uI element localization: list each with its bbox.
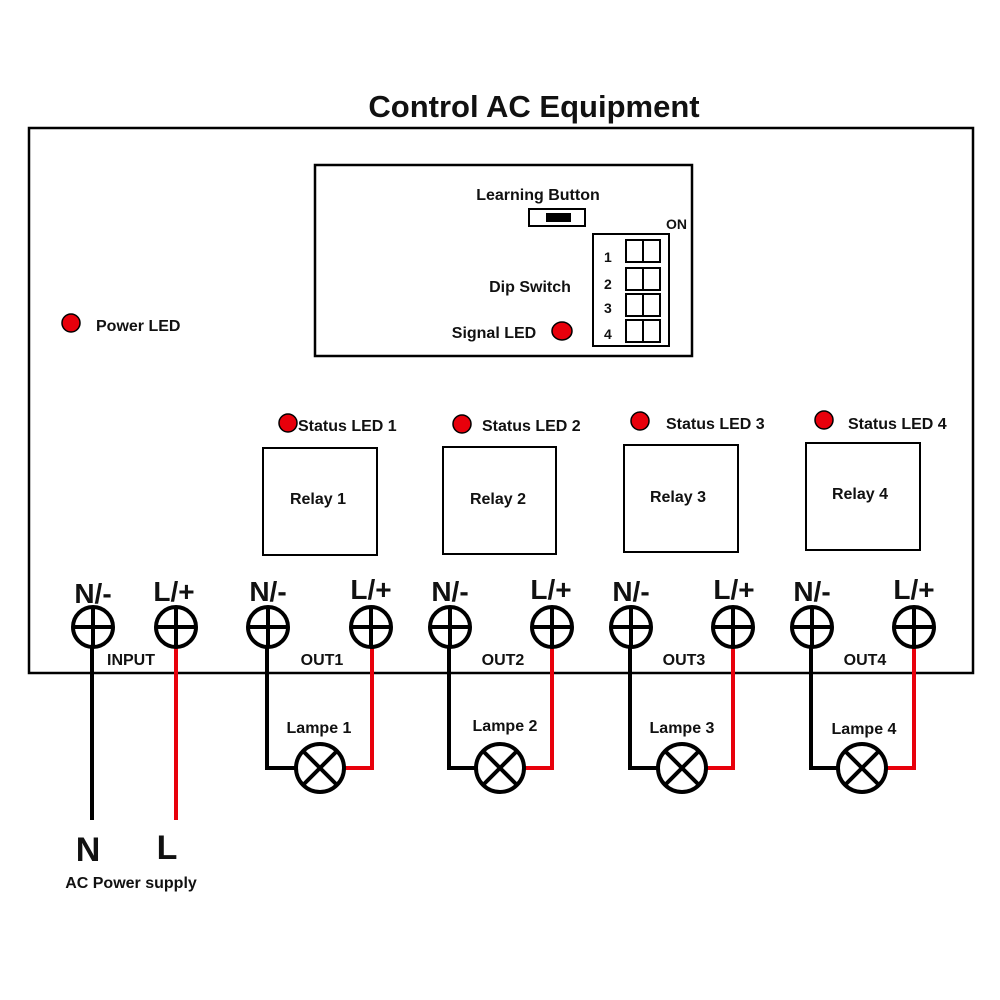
terminal-out4-l	[892, 605, 936, 649]
status-led-4	[814, 410, 834, 430]
relay-1-label: Relay 1	[290, 491, 346, 508]
terminal-out4-n	[790, 605, 834, 649]
live-wires	[174, 627, 916, 820]
out4-label: OUT4	[844, 652, 887, 669]
supply-label: AC Power supply	[65, 875, 197, 892]
input-l-label: L/+	[153, 576, 194, 607]
terminal-out2-n	[428, 605, 472, 649]
dip-on-label: ON	[666, 216, 687, 232]
dip-number-1: 1	[604, 249, 612, 265]
dip-number-3: 3	[604, 300, 612, 316]
status-led-3	[630, 411, 650, 431]
dip-number-4: 4	[604, 326, 612, 342]
terminal-out1-l	[349, 605, 393, 649]
lamp-3-label: Lampe 3	[650, 720, 715, 737]
lamp-4-label: Lampe 4	[832, 721, 897, 738]
out1-l-label: L/+	[350, 574, 391, 605]
out2-label: OUT2	[482, 652, 525, 669]
relay-4	[805, 442, 921, 551]
lamp-1-icon	[294, 742, 346, 794]
relay-3-label: Relay 3	[650, 489, 706, 506]
status-led-1-label: Status LED 1	[298, 418, 397, 435]
power-led	[61, 313, 81, 333]
dip-toggle-4[interactable]	[625, 319, 661, 343]
terminal-out1-n	[246, 605, 290, 649]
out4-l-label: L/+	[893, 574, 934, 605]
terminal-out2-l	[530, 605, 574, 649]
terminals	[71, 605, 936, 649]
out3-l-label: L/+	[713, 574, 754, 605]
signal-led-label: Signal LED	[452, 325, 536, 342]
terminal-out3-n	[609, 605, 653, 649]
relay-2	[442, 446, 557, 555]
receiver-module: Learning Button ON 1	[313, 163, 694, 358]
out3-n-label: N/-	[612, 576, 649, 607]
neutral-wires	[90, 627, 838, 820]
relay-3	[623, 444, 739, 553]
lamp-3-neutral-wire	[628, 627, 658, 770]
dip-switch-label: Dip Switch	[489, 279, 571, 296]
receiver-board	[313, 163, 694, 358]
out2-n-label: N/-	[431, 576, 468, 607]
lamp-4-neutral-wire	[809, 627, 838, 770]
out1-label: OUT1	[301, 652, 344, 669]
terminal-out3-l	[711, 605, 755, 649]
dip-toggle-3[interactable]	[625, 293, 661, 317]
terminal-input-l	[154, 605, 198, 649]
lamp-3-icon	[656, 742, 708, 794]
power-led-label: Power LED	[96, 318, 180, 335]
relay-1	[262, 447, 378, 556]
out4-n-label: N/-	[793, 576, 830, 607]
dip-number-2: 2	[604, 276, 612, 292]
lamp-4-icon	[836, 742, 888, 794]
supply-n-label: N	[76, 831, 101, 869]
input-label: INPUT	[107, 652, 155, 669]
status-led-3-label: Status LED 3	[666, 416, 765, 433]
signal-led	[551, 321, 573, 341]
dip-toggle-2[interactable]	[625, 267, 661, 291]
lamp-1-live-wire	[344, 627, 374, 770]
diagram-title: Control AC Equipment	[368, 89, 699, 124]
lamp-2-neutral-wire	[447, 627, 477, 770]
out1-n-label: N/-	[249, 576, 286, 607]
lamp-1-neutral-wire	[265, 627, 296, 770]
dip-toggle-1[interactable]	[625, 239, 661, 263]
input-n-label: N/-	[74, 578, 111, 609]
out3-label: OUT3	[663, 652, 706, 669]
supply-l-label: L	[157, 829, 178, 867]
out2-l-label: L/+	[530, 574, 571, 605]
status-led-1	[278, 413, 298, 433]
lamp-4-live-wire	[886, 627, 916, 770]
status-led-4-label: Status LED 4	[848, 416, 947, 433]
lamp-2-icon	[474, 742, 526, 794]
relay-4-label: Relay 4	[832, 486, 888, 503]
lamp-2-live-wire	[524, 627, 554, 770]
relay-2-label: Relay 2	[470, 491, 526, 508]
terminal-input-n	[71, 605, 115, 649]
learning-button-label: Learning Button	[476, 187, 600, 204]
status-led-2	[452, 414, 472, 434]
dip-switch[interactable]	[592, 233, 670, 347]
status-led-2-label: Status LED 2	[482, 418, 581, 435]
lamp-1-label: Lampe 1	[287, 720, 352, 737]
learning-button[interactable]	[528, 208, 586, 227]
controller-enclosure	[27, 126, 975, 675]
lamp-3-live-wire	[706, 627, 735, 770]
lamp-2-label: Lampe 2	[473, 718, 538, 735]
